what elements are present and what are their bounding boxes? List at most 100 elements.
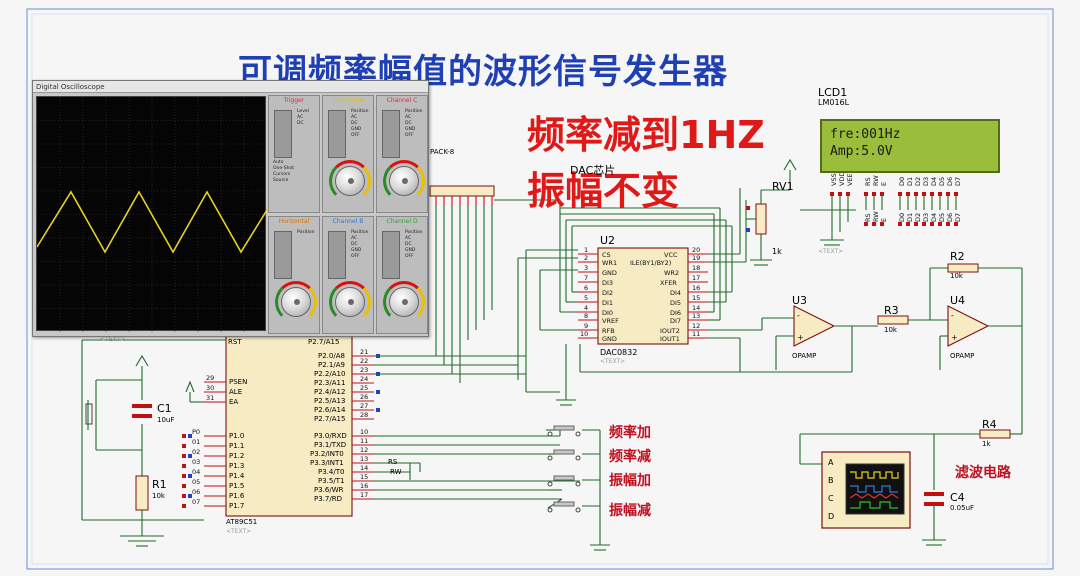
svg-text:14: 14 <box>692 304 700 312</box>
svg-text:E: E <box>880 182 888 186</box>
horizontal-position-slider[interactable] <box>274 231 292 279</box>
c1-ref: C1 <box>157 402 172 415</box>
channel-b-volts-knob[interactable] <box>335 287 365 317</box>
c1-value: 10uF <box>157 416 175 424</box>
svg-text:20: 20 <box>692 246 700 254</box>
svg-text:IOUT1: IOUT1 <box>660 335 680 343</box>
trigger-level-slider[interactable] <box>274 110 292 158</box>
lcd-pin-labels: VSS VDD VEE RS RW E D0 D1 D2 D3 D4 D5 D6… <box>830 172 962 222</box>
svg-text:05: 05 <box>192 478 200 486</box>
svg-text:D6: D6 <box>946 213 954 222</box>
svg-text:D3: D3 <box>922 213 930 222</box>
svg-text:19: 19 <box>692 254 700 262</box>
rv1-ref: RV1 <box>772 180 794 193</box>
svg-text:D2: D2 <box>914 177 922 186</box>
svg-text:VREF: VREF <box>602 317 619 325</box>
dac-pins <box>578 253 708 339</box>
button-amp-down <box>547 501 581 513</box>
svg-text:GND: GND <box>602 335 617 343</box>
horizontal-label: Horizontal <box>278 218 310 225</box>
vis-input-b: B <box>828 476 834 485</box>
r4-ref: R4 <box>982 418 997 431</box>
svg-text:26: 26 <box>360 393 368 401</box>
svg-text:-: - <box>951 311 954 320</box>
channel-d-section: Channel D Position AC DC GND OFF <box>376 216 428 334</box>
svg-text:VSS: VSS <box>830 173 838 186</box>
svg-text:DI3: DI3 <box>602 279 613 287</box>
filter-circuit <box>799 429 1022 546</box>
freq-up-label[interactable]: 频率加 <box>609 425 651 441</box>
svg-text:13: 13 <box>360 455 368 463</box>
dac-chip-label: DAC芯片 <box>570 164 616 177</box>
channel-c-position-slider[interactable] <box>382 110 400 158</box>
svg-text:+: + <box>951 333 958 342</box>
channel-c-label: Channel C <box>386 97 418 104</box>
svg-text:16: 16 <box>692 284 700 292</box>
svg-text:XFER: XFER <box>660 279 677 287</box>
channel-b-position-slider[interactable] <box>328 231 346 279</box>
channel-c-volts-knob[interactable] <box>389 166 419 196</box>
svg-text:WR1: WR1 <box>602 259 617 267</box>
u3-model: OPAMP <box>792 352 817 360</box>
svg-text:18: 18 <box>692 264 700 272</box>
u3-opamp: - + <box>539 269 878 373</box>
horizontal-timebase-knob[interactable] <box>281 287 311 317</box>
svg-text:RS: RS <box>864 177 872 186</box>
vis-input-d: D <box>828 512 835 521</box>
mcu-p27-label: P2.7/A15 <box>308 338 340 346</box>
channel-a-position-slider[interactable] <box>328 110 346 158</box>
pack8-label: PACK-8 <box>430 148 455 156</box>
svg-text:D3: D3 <box>922 177 930 186</box>
svg-text:E: E <box>880 218 888 222</box>
lcd-model: LM016L <box>818 98 850 107</box>
oscilloscope-window[interactable]: Digital Oscilloscope <box>32 80 429 337</box>
reset-circuit <box>81 339 226 547</box>
svg-text:WR2: WR2 <box>664 269 679 277</box>
amp-up-label[interactable]: 振幅加 <box>609 473 651 489</box>
r3 <box>877 315 948 325</box>
svg-text:5: 5 <box>584 294 588 302</box>
r3-ref: R3 <box>884 304 899 317</box>
svg-text:D7: D7 <box>954 177 962 186</box>
lcd-pin-dots <box>830 192 958 226</box>
channel-a-section: Channel A Position AC DC GND OFF <box>322 95 374 213</box>
svg-text:11: 11 <box>692 330 700 338</box>
svg-text:13: 13 <box>692 312 700 320</box>
svg-text:D6: D6 <box>946 177 954 186</box>
channel-d-volts-knob[interactable] <box>389 287 419 317</box>
svg-text:D2: D2 <box>914 213 922 222</box>
vis-input-c: C <box>828 494 834 503</box>
svg-text:17: 17 <box>360 491 368 499</box>
svg-text:CS: CS <box>602 251 611 259</box>
svg-text:16: 16 <box>360 482 368 490</box>
svg-text:DI2: DI2 <box>602 289 613 297</box>
dac-model: DAC0832 <box>600 348 638 357</box>
channel-c-section: Channel C Position AC DC GND OFF <box>376 95 428 213</box>
svg-text:01: 01 <box>192 438 200 446</box>
channel-a-volts-knob[interactable] <box>335 166 365 196</box>
r1-ref: R1 <box>152 478 167 491</box>
freq-down-label[interactable]: 频率减 <box>609 449 651 465</box>
c4-value: 0.05uF <box>950 504 975 512</box>
r4-body <box>979 429 1011 439</box>
svg-text:+: + <box>797 333 804 342</box>
svg-text:28: 28 <box>360 411 368 419</box>
svg-text:27: 27 <box>360 402 368 410</box>
channel-d-position-slider[interactable] <box>382 231 400 279</box>
svg-text:10: 10 <box>360 428 368 436</box>
trigger-label: Trigger <box>283 97 305 104</box>
amp-down-label[interactable]: 振幅减 <box>609 503 651 519</box>
annotation-amplitude: 振幅不变 <box>527 169 680 213</box>
svg-text:29: 29 <box>206 374 214 382</box>
button-freq-up <box>547 425 581 437</box>
svg-text:RW: RW <box>872 175 880 186</box>
svg-text:DI6: DI6 <box>670 309 681 317</box>
svg-text:DI0: DI0 <box>602 309 613 317</box>
oscilloscope-title[interactable]: Digital Oscilloscope <box>33 81 428 93</box>
svg-text:07: 07 <box>192 498 200 506</box>
svg-text:14: 14 <box>360 464 368 472</box>
u3-ref: U3 <box>792 294 808 307</box>
mcu-right-pins <box>352 355 374 500</box>
svg-text:DI7: DI7 <box>670 317 681 325</box>
